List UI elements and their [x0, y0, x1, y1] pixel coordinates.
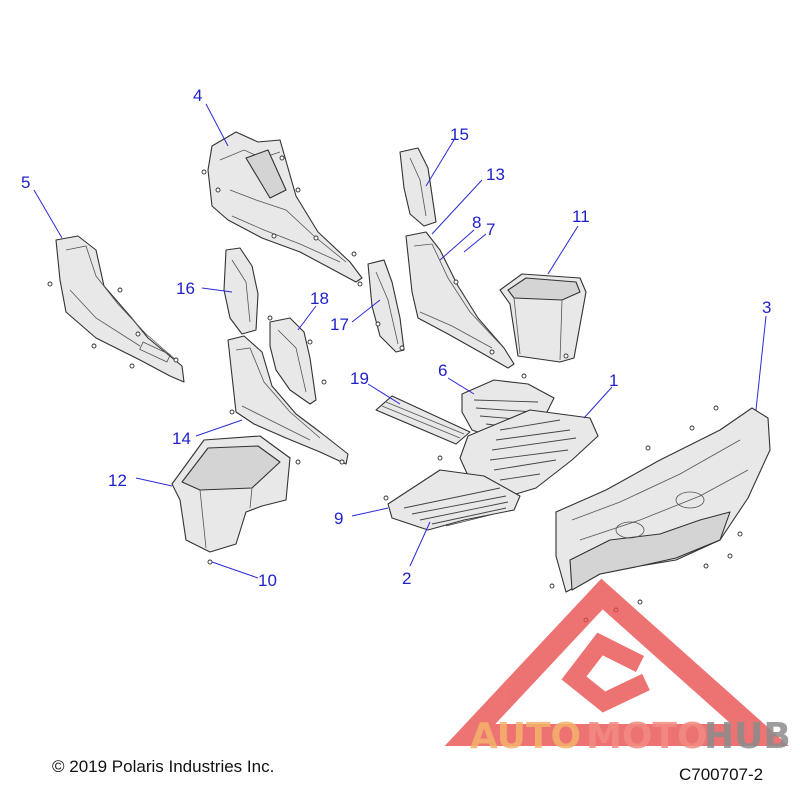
part-12-storage-bin: [171, 435, 291, 553]
part-17-bracket: [367, 259, 405, 353]
callout-18: 18: [310, 289, 329, 308]
callout-9: 9: [334, 509, 343, 528]
watermark-hub: HUB: [704, 716, 791, 757]
callout-17: 17: [330, 315, 349, 334]
callout-16: 16: [176, 279, 195, 298]
part-16-trim-panel: [223, 247, 259, 335]
watermark-moto: MOTO: [586, 716, 708, 757]
callout-19: 19: [350, 369, 369, 388]
part-5-left-panel: [55, 235, 185, 383]
copyright-notice: © 2019 Polaris Industries Inc.: [52, 757, 275, 776]
callout-4: 4: [193, 86, 202, 105]
part-8-console-side: [405, 231, 515, 369]
part-15-pillar-trim: [399, 147, 437, 227]
part-14-lower-panel: [227, 335, 349, 465]
watermark-text: AUTO MOTO HUB: [470, 716, 791, 757]
part-11-storage-bin: [499, 273, 587, 363]
callout-2: 2: [402, 569, 411, 588]
part-19-floor-rails: [375, 395, 471, 445]
part-4-upper-panel: [207, 131, 363, 283]
callout-1: 1: [609, 371, 618, 390]
fasteners: [47, 155, 743, 623]
callout-14: 14: [172, 429, 191, 448]
callout-6: 6: [438, 361, 447, 380]
callout-8: 8: [472, 213, 481, 232]
callout-5: 5: [21, 173, 30, 192]
callout-10: 10: [258, 571, 277, 590]
leader-lines: [33, 103, 767, 579]
callout-13: 13: [486, 165, 505, 184]
callout-12: 12: [108, 471, 127, 490]
part-3-rear-bulkhead: [555, 407, 771, 593]
watermark-auto: AUTO: [470, 716, 581, 757]
watermark-logo: [444, 578, 789, 746]
callout-7: 7: [486, 220, 495, 239]
drawing-number: C700707-2: [679, 765, 764, 784]
callouts: 1 2 3 4 5 6 7 8 9 10 11 12 13 14 15 16 1…: [21, 86, 771, 590]
callout-15: 15: [450, 125, 469, 144]
callout-11: 11: [572, 207, 590, 226]
callout-3: 3: [762, 298, 771, 317]
part-2-floor-panel: [387, 469, 521, 531]
part-1-floor-board: [459, 409, 599, 495]
part-18-trim-panel: [269, 317, 317, 405]
